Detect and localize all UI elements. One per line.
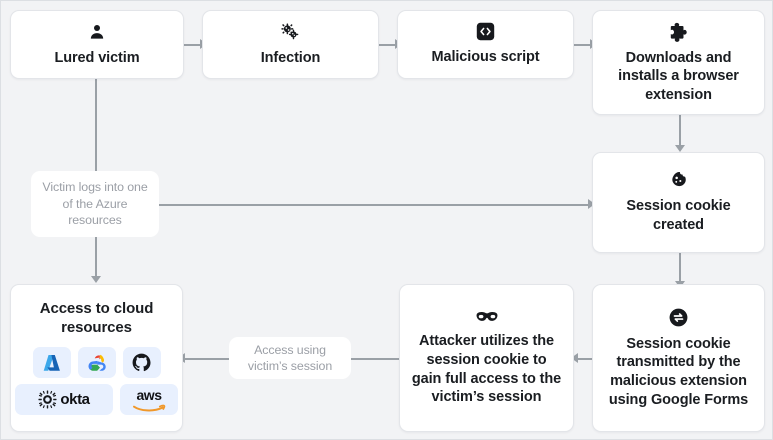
connector-attacker-to-access-label <box>351 358 399 360</box>
bandit-mask-icon <box>475 309 499 325</box>
aws-logo: aws <box>120 384 178 416</box>
node-label: Infection <box>260 50 321 67</box>
node-lured-victim[interactable]: Lured victim <box>10 10 184 79</box>
connector-access-label-to-cloud <box>184 358 229 360</box>
connector-cookie-to-transmitted <box>679 253 681 283</box>
node-label: Malicious script <box>431 49 540 66</box>
node-infection[interactable]: Infection <box>202 10 379 79</box>
puzzle-piece-icon <box>668 21 689 42</box>
node-label: Downloads and installs a browser extensi… <box>618 49 739 103</box>
cookie-icon <box>669 170 689 190</box>
node-label: Session cookie created <box>626 198 731 233</box>
code-brackets-icon <box>476 22 495 41</box>
node-malicious-script[interactable]: Malicious script <box>397 10 574 79</box>
azure-logo <box>32 347 71 379</box>
aws-wordmark: aws <box>136 386 162 403</box>
aws-smile-icon <box>133 404 166 412</box>
node-cookie-transmitted[interactable]: Session cookie transmitted by the malici… <box>592 284 765 432</box>
bacteria-icon <box>280 21 301 42</box>
node-label: Lured victim <box>54 49 140 66</box>
node-label: Attacker utilizes the session cookie to … <box>411 333 562 406</box>
arrowhead-azure-label-to-cookie <box>588 199 595 209</box>
connector-infection-to-script <box>379 44 397 46</box>
connector-victim-to-azure-label <box>95 79 97 171</box>
cloud-logo-grid: okta aws <box>15 347 178 421</box>
node-label: Session cookie transmitted by the malici… <box>608 335 749 408</box>
edge-label-text: Victim logs into one of the Azure resour… <box>42 180 148 228</box>
github-logo <box>122 347 161 379</box>
connector-azure-label-to-cookie <box>159 204 592 206</box>
node-label: Access to cloud resources <box>39 300 154 337</box>
connector-extension-to-cookie <box>679 115 681 147</box>
node-attacker-utilizes[interactable]: Attacker utilizes the session cookie to … <box>399 284 574 432</box>
edge-label-text: Access using victim’s session <box>247 342 333 373</box>
node-cloud-resources[interactable]: Access to cloud resources <box>10 284 183 432</box>
connector-transmitted-to-attacker <box>574 358 596 360</box>
okta-logo: okta <box>15 384 113 416</box>
cloud-logo-row-1 <box>15 347 178 379</box>
node-session-cookie-created[interactable]: Session cookie created <box>592 152 765 253</box>
connector-azure-label-to-cloud <box>95 237 97 279</box>
arrowhead-azure-label-to-cloud <box>91 276 101 283</box>
edge-label-access-session: Access using victim’s session <box>229 337 351 379</box>
connector-script-to-extension <box>574 44 592 46</box>
google-cloud-logo <box>77 347 116 379</box>
edge-label-azure-login: Victim logs into one of the Azure resour… <box>31 171 159 237</box>
okta-wordmark: okta <box>60 391 90 409</box>
arrowhead-extension-to-cookie <box>675 145 685 152</box>
exchange-circle-icon <box>668 307 689 328</box>
cloud-logo-row-2: okta aws <box>15 384 178 416</box>
person-icon <box>87 22 107 42</box>
arrowhead-transmitted-to-attacker <box>571 353 578 363</box>
connector-victim-to-infection <box>184 44 202 46</box>
node-browser-extension[interactable]: Downloads and installs a browser extensi… <box>592 10 765 115</box>
